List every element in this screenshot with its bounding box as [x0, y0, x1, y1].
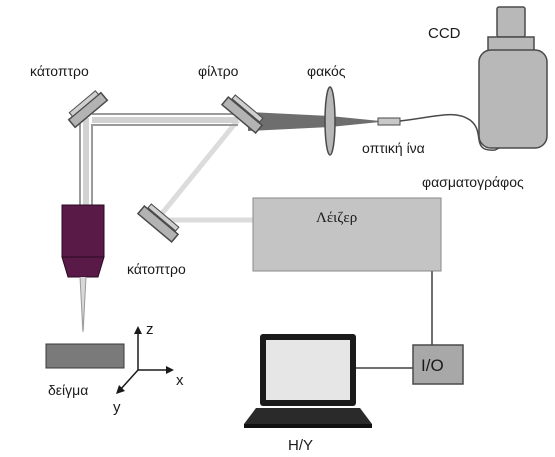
optical-fiber [377, 113, 506, 151]
axis-x-label: x [176, 372, 184, 389]
collected-beam [248, 112, 380, 131]
laser-label: Λέιζερ [316, 210, 357, 226]
mirror-top-label: κάτοπτρο [30, 63, 89, 79]
io-label: I/O [421, 356, 444, 375]
optical-fiber-label: οπτική ίνα [362, 140, 425, 156]
sample [45, 343, 125, 369]
axis-y-label: y [113, 399, 121, 416]
beam-vertical [79, 118, 93, 205]
sample-label: δείγμα [48, 382, 88, 398]
laser-beam [158, 118, 255, 223]
lens-label: φακός [307, 63, 346, 79]
ccd-label: CCD [428, 25, 461, 42]
axes-icon [116, 326, 174, 394]
cables [356, 271, 433, 369]
lens [324, 86, 336, 156]
laser-box [252, 197, 442, 272]
mirror-bottom-label: κάτοπτρο [127, 261, 186, 277]
beam-top-horizontal [92, 113, 238, 126]
mirror-bottom [136, 203, 180, 244]
axis-z-label: z [146, 321, 154, 338]
computer-label: H/Y [288, 437, 313, 454]
io-box [412, 344, 464, 385]
filter [220, 94, 264, 135]
filter-label: φίλτρο [198, 63, 239, 79]
objective [61, 204, 105, 333]
laptop-icon [244, 334, 372, 428]
spectrograph-label: φασματογράφος [422, 174, 524, 190]
mirror-top [67, 90, 109, 129]
spectrograph [478, 6, 548, 149]
